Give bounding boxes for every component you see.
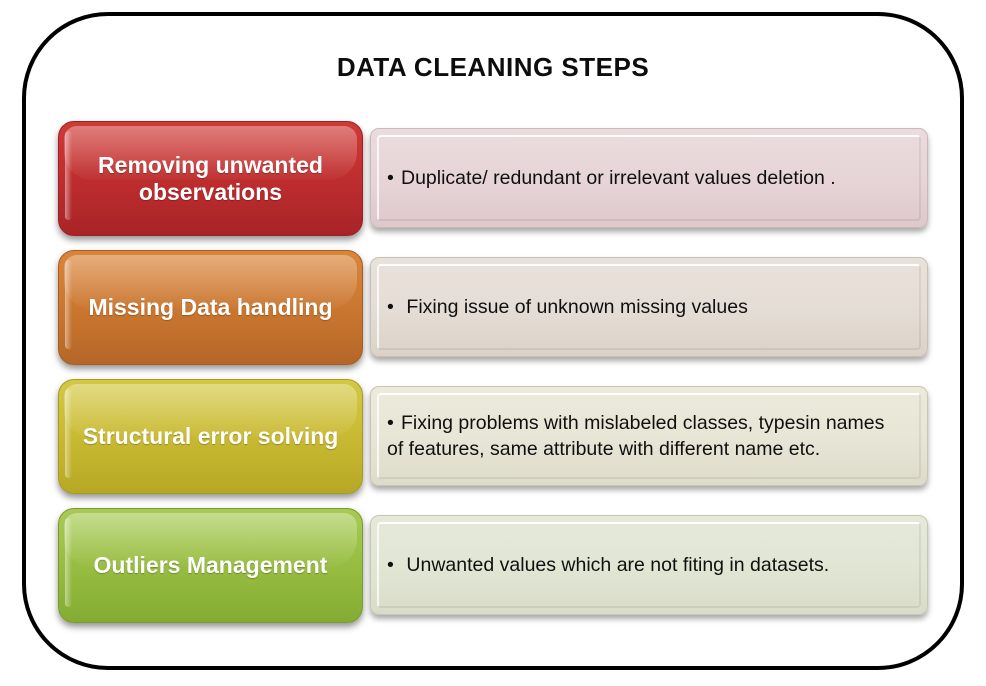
step-row: Structural error solving •Fixing problem… [58, 379, 928, 494]
step-chip-label: Outliers Management [93, 552, 328, 579]
step-chip-removing-unwanted-observations[interactable]: Removing unwanted observations [58, 121, 363, 236]
step-description-body: Fixing problems with mislabeled classes,… [387, 411, 890, 460]
step-description-panel[interactable]: • Duplicate/ redundant or irrelevant valu… [370, 128, 928, 228]
step-description-panel[interactable]: • Unwanted values which are not fiting i… [370, 515, 928, 615]
step-chip-outliers-management[interactable]: Outliers Management [58, 508, 363, 623]
step-description-text: • Fixing issue of unknown missing values [371, 294, 770, 320]
step-description-body: Fixing issue of unknown missing values [401, 295, 748, 318]
step-description-body: Duplicate/ redundant or irrelevant value… [401, 166, 836, 189]
step-chip-label: Missing Data handling [88, 294, 333, 321]
step-description-panel[interactable]: • Fixing issue of unknown missing values [370, 257, 928, 357]
step-row: Outliers Management • Unwanted values wh… [58, 508, 928, 623]
page-title: DATA CLEANING STEPS [336, 52, 650, 82]
steps-list: Removing unwanted observations • Duplicat… [58, 121, 928, 637]
step-description-text: • Unwanted values which are not fiting i… [371, 552, 851, 578]
step-description-body: Unwanted values which are not fiting in … [401, 553, 830, 576]
step-row: Removing unwanted observations • Duplicat… [58, 121, 928, 236]
bullet-icon: • [387, 411, 394, 434]
bullet-icon: • [387, 295, 394, 318]
step-description-text: •Fixing problems with mislabeled classes… [371, 410, 927, 463]
step-chip-label: Structural error solving [82, 423, 339, 450]
step-chip-missing-data-handling[interactable]: Missing Data handling [58, 250, 363, 365]
step-chip-label: Removing unwanted observations [98, 151, 323, 205]
step-row: Missing Data handling • Fixing issue of … [58, 250, 928, 365]
step-description-text: • Duplicate/ redundant or irrelevant valu… [371, 165, 858, 191]
step-description-panel[interactable]: •Fixing problems with mislabeled classes… [370, 386, 928, 486]
bullet-icon: • [387, 166, 394, 189]
outer-rounded-frame [22, 12, 964, 670]
step-chip-structural-error-solving[interactable]: Structural error solving [58, 379, 363, 494]
bullet-icon: • [387, 553, 394, 576]
